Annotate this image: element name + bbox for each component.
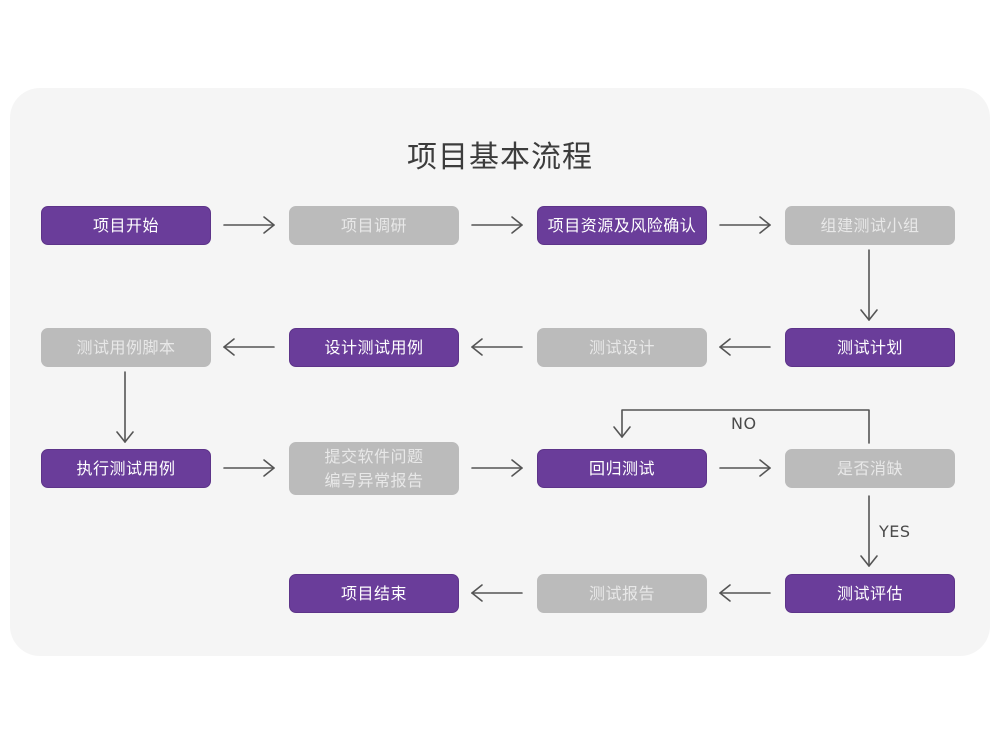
node-label: 组建测试小组: [820, 215, 920, 235]
node-label: 是否消缺: [836, 458, 903, 478]
node-label: 设计测试用例: [324, 337, 424, 357]
node-label: 回归测试: [588, 458, 655, 478]
node-project-start[interactable]: 项目开始: [41, 206, 211, 245]
node-label: 测试设计: [588, 337, 655, 357]
edge-label-no: NO: [731, 414, 757, 433]
page-title: 项目基本流程: [407, 140, 593, 175]
edge-label-yes: YES: [879, 522, 911, 541]
node-label: 执行测试用例: [76, 458, 176, 478]
node-test-plan[interactable]: 测试计划: [785, 328, 955, 367]
node-submit-bug-report[interactable]: 提交软件问题 编写异常报告: [289, 442, 459, 495]
node-regression-test[interactable]: 回归测试: [537, 449, 707, 488]
node-label: 提交软件问题 编写异常报告: [324, 447, 424, 490]
node-label: 测试评估: [836, 583, 903, 603]
node-label: 项目开始: [92, 215, 159, 235]
node-test-design[interactable]: 测试设计: [537, 328, 707, 367]
node-label: 测试报告: [588, 583, 655, 603]
node-test-report[interactable]: 测试报告: [537, 574, 707, 613]
node-design-test-case[interactable]: 设计测试用例: [289, 328, 459, 367]
node-test-case-script[interactable]: 测试用例脚本: [41, 328, 211, 367]
node-test-evaluation[interactable]: 测试评估: [785, 574, 955, 613]
node-label: 测试计划: [836, 337, 903, 357]
node-label: 项目资源及风险确认: [547, 215, 697, 235]
node-project-survey[interactable]: 项目调研: [289, 206, 459, 245]
node-label: 项目结束: [340, 583, 407, 603]
flowchart-card: [10, 88, 990, 656]
node-execute-test-case[interactable]: 执行测试用例: [41, 449, 211, 488]
node-defect-cleared-decision[interactable]: 是否消缺: [785, 449, 955, 488]
node-label: 项目调研: [340, 215, 407, 235]
node-resource-risk-confirm[interactable]: 项目资源及风险确认: [537, 206, 707, 245]
node-build-test-team[interactable]: 组建测试小组: [785, 206, 955, 245]
node-label: 测试用例脚本: [76, 337, 176, 357]
node-project-end[interactable]: 项目结束: [289, 574, 459, 613]
